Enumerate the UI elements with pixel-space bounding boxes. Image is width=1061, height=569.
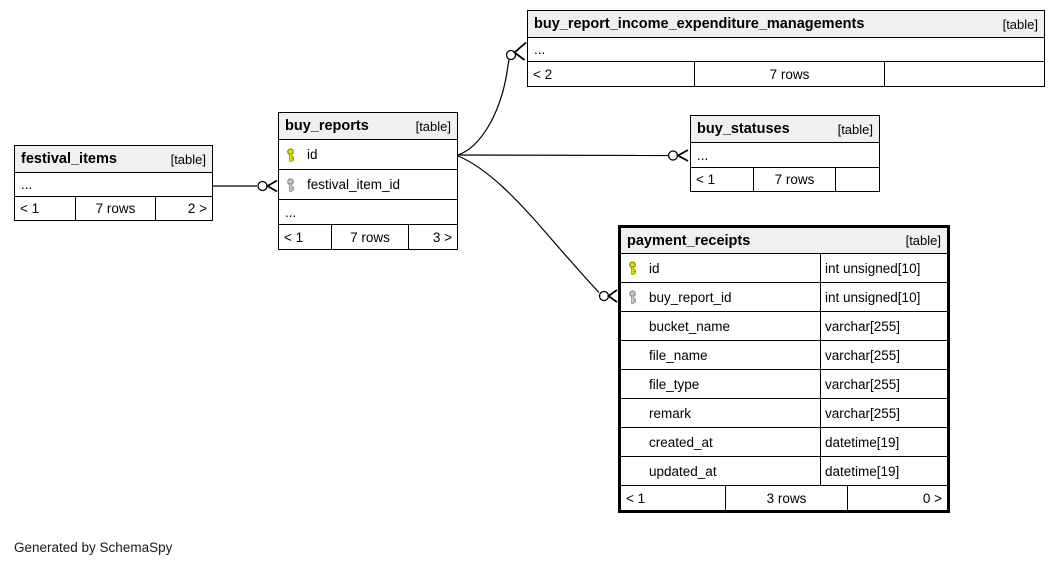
footer-parents: < 1 [284,229,304,245]
table-footer: < 1 3 rows 0 > [621,486,947,510]
footer-rows: 7 rows [694,62,884,86]
table-footer: < 2 7 rows [528,62,1044,86]
footer-children: 2 > [155,197,212,220]
column-type: int unsigned[10] [820,283,947,311]
footer-rows: 7 rows [753,168,835,191]
column-row-bucket-name: bucket_name varchar[255] [621,312,947,341]
table-node-festival-items[interactable]: festival_items [table] ... < 1 7 rows 2 … [14,145,213,221]
footer-children: 3 > [408,225,457,249]
table-header: festival_items [table] [15,146,212,173]
table-name[interactable]: festival_items [21,151,117,167]
columns-ellipsis: ... [691,143,879,168]
column-row-updated-at: updated_at datetime[19] [621,457,947,486]
table-type-badge: [table] [837,121,873,137]
foreign-key-icon [629,290,637,304]
footer-children: 0 > [847,486,947,510]
column-row-created-at: created_at datetime[19] [621,428,947,457]
column-name: created_at [649,434,713,450]
column-type: int unsigned[10] [820,254,947,282]
column-row-file-name: file_name varchar[255] [621,341,947,370]
column-row-file-type: file_type varchar[255] [621,370,947,399]
column-name: remark [649,405,692,421]
table-footer: < 1 7 rows 2 > [15,197,212,220]
column-name: festival_item_id [307,177,401,192]
edge-buy_reports-buy_report_income_expenditure_managements [457,41,527,156]
footer-rows: 7 rows [75,197,155,220]
table-header: buy_report_income_expenditure_management… [528,11,1044,38]
column-type: datetime[19] [820,428,947,456]
columns-ellipsis: ... [15,173,212,197]
column-name: bucket_name [649,318,731,334]
edge-buy_reports-payment_receipts [457,155,618,303]
footer-children [835,168,879,191]
column-name: updated_at [649,463,717,479]
table-name[interactable]: payment_receipts [627,232,751,249]
table-name[interactable]: buy_statuses [697,121,790,137]
table-node-buy-report-income-expenditure-managements[interactable]: buy_report_income_expenditure_management… [527,10,1045,87]
table-header: buy_reports [table] [279,113,457,140]
column-type: datetime[19] [820,457,947,485]
generator-note: Generated by SchemaSpy [14,540,173,555]
table-name[interactable]: buy_reports [285,118,369,134]
column-name: file_type [649,376,700,392]
footer-parents: < 2 [533,66,553,82]
table-header: payment_receipts [table] [621,228,947,254]
table-node-payment-receipts[interactable]: payment_receipts [table] id int unsigned… [618,225,950,513]
column-name: buy_report_id [649,289,732,305]
footer-parents: < 1 [626,490,646,506]
table-type-badge: [table] [1002,16,1038,32]
edge-buy_reports-buy_statuses [457,149,689,162]
table-footer: < 1 7 rows 3 > [279,225,457,249]
column-row-remark: remark varchar[255] [621,399,947,428]
column-name: id [307,147,318,162]
column-row-festival-item-id: festival_item_id [279,170,457,200]
footer-parents: < 1 [20,201,40,216]
columns-ellipsis: ... [279,200,457,225]
footer-children [884,62,1044,86]
table-header: buy_statuses [table] [691,116,879,143]
table-node-buy-reports[interactable]: buy_reports [table] id [278,112,458,250]
column-type: varchar[255] [820,341,947,369]
footer-rows: 7 rows [331,225,408,249]
table-node-buy-statuses[interactable]: buy_statuses [table] ... < 1 7 rows [690,115,880,192]
column-row-id: id [279,140,457,170]
edge-festival_items-buy_reports [213,179,278,193]
table-type-badge: [table] [905,233,941,248]
columns-ellipsis: ... [528,38,1044,62]
primary-key-icon [287,147,295,162]
column-row-buy-report-id: buy_report_id int unsigned[10] [621,283,947,312]
column-type: varchar[255] [820,312,947,340]
footer-parents: < 1 [696,172,716,187]
table-name[interactable]: buy_report_income_expenditure_management… [534,16,865,32]
column-row-id: id int unsigned[10] [621,254,947,283]
primary-key-icon [629,261,637,275]
table-type-badge: [table] [170,151,206,167]
foreign-key-icon [287,177,295,192]
table-type-badge: [table] [415,118,451,134]
footer-rows: 3 rows [725,486,847,510]
column-type: varchar[255] [820,399,947,427]
column-type: varchar[255] [820,370,947,398]
column-name: id [649,260,660,276]
column-name: file_name [649,347,708,363]
table-footer: < 1 7 rows [691,168,879,191]
